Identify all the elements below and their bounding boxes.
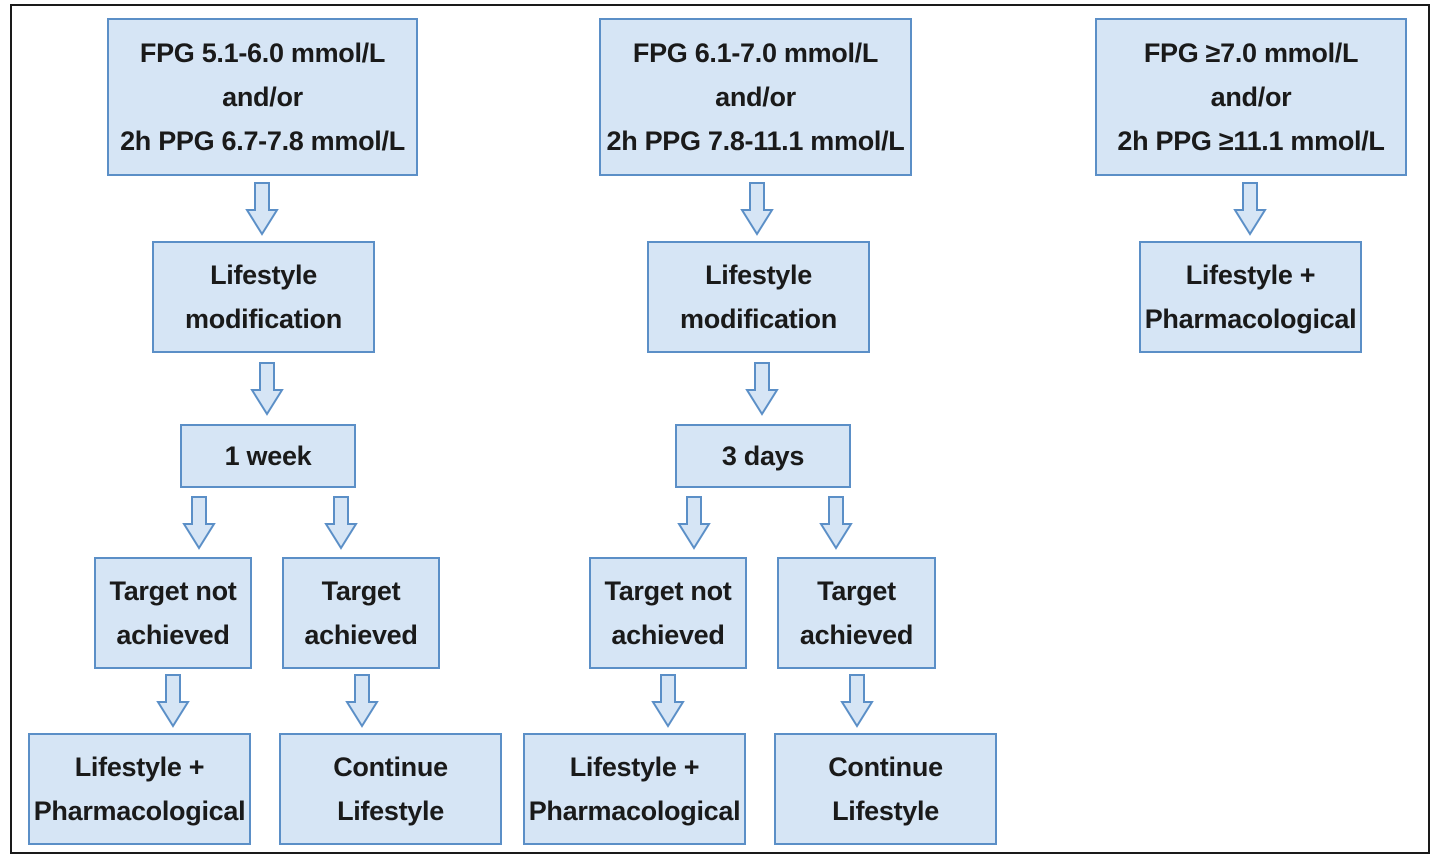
col1-arrow-interval-to-achieved — [324, 496, 358, 550]
col2-arrow-achieved-to-continue — [840, 674, 874, 728]
col1-pharma-outcome-line1: Lifestyle + — [74, 752, 205, 782]
col1-arrow-interval-to-not-achieved — [182, 496, 216, 550]
col2-lifestyle-line1: Lifestyle — [705, 260, 812, 290]
col2-not-achieved-line1: Target not — [604, 576, 732, 606]
col2-criteria-box: FPG 6.1-7.0 mmol/L and/or 2h PPG 7.8-11.… — [599, 18, 912, 176]
col1-not-achieved-line2: achieved — [116, 620, 230, 650]
col1-arrow-lifestyle-to-interval — [250, 362, 284, 416]
col1-interval-box: 1 week — [180, 424, 356, 488]
col1-achieved-line2: achieved — [304, 620, 418, 650]
col1-continue-outcome-box: Continue Lifestyle — [279, 733, 502, 845]
col1-pharma-outcome-box: Lifestyle + Pharmacological — [28, 733, 251, 845]
col2-criteria-line1: FPG 6.1-7.0 mmol/L — [632, 38, 879, 68]
col2-pharma-outcome-box: Lifestyle + Pharmacological — [523, 733, 746, 845]
col3-criteria-line2: and/or — [1210, 82, 1292, 112]
col2-arrow-interval-to-achieved — [819, 496, 853, 550]
col1-criteria-line3: 2h PPG 6.7-7.8 mmol/L — [120, 126, 405, 156]
col1-criteria-line1: FPG 5.1-6.0 mmol/L — [139, 38, 386, 68]
col3-criteria-line1: FPG ≥7.0 mmol/L — [1143, 38, 1359, 68]
col2-lifestyle-box: Lifestyle modification — [647, 241, 870, 353]
col1-lifestyle-line2: modification — [185, 304, 342, 334]
col2-not-achieved-box: Target not achieved — [589, 557, 747, 669]
col3-criteria-line3: 2h PPG ≥11.1 mmol/L — [1117, 126, 1385, 156]
col2-achieved-line1: Target — [817, 576, 896, 606]
col2-lifestyle-line2: modification — [680, 304, 837, 334]
col1-arrow-criteria-to-lifestyle — [245, 182, 279, 236]
col3-pharma-box: Lifestyle + Pharmacological — [1139, 241, 1362, 353]
col2-not-achieved-line2: achieved — [611, 620, 725, 650]
col2-pharma-outcome-line2: Pharmacological — [528, 796, 741, 826]
col2-arrow-not-achieved-to-pharma — [651, 674, 685, 728]
diagram-frame — [10, 4, 1430, 854]
col1-lifestyle-box: Lifestyle modification — [152, 241, 375, 353]
col1-continue-outcome-line2: Lifestyle — [337, 796, 444, 826]
col1-criteria-box: FPG 5.1-6.0 mmol/L and/or 2h PPG 6.7-7.8… — [107, 18, 418, 176]
col2-arrow-lifestyle-to-interval — [745, 362, 779, 416]
col1-achieved-line1: Target — [321, 576, 401, 606]
col1-arrow-not-achieved-to-pharma — [156, 674, 190, 728]
col2-criteria-line2: and/or — [715, 82, 796, 112]
col1-achieved-box: Target achieved — [282, 557, 440, 669]
col2-continue-outcome-box: Continue Lifestyle — [774, 733, 997, 845]
col3-criteria-box: FPG ≥7.0 mmol/L and/or 2h PPG ≥11.1 mmol… — [1095, 18, 1407, 176]
col1-arrow-achieved-to-continue — [345, 674, 379, 728]
col2-pharma-outcome-line1: Lifestyle + — [569, 752, 700, 782]
col2-arrow-criteria-to-lifestyle — [740, 182, 774, 236]
col2-achieved-line2: achieved — [799, 620, 914, 650]
col1-not-achieved-box: Target not achieved — [94, 557, 252, 669]
col2-continue-outcome-line1: Continue — [828, 752, 943, 782]
col2-continue-outcome-line2: Lifestyle — [832, 796, 939, 826]
col1-criteria-line2: and/or — [222, 82, 303, 112]
col1-pharma-outcome-line2: Pharmacological — [33, 796, 246, 826]
col2-arrow-interval-to-not-achieved — [677, 496, 711, 550]
col1-continue-outcome-line1: Continue — [333, 752, 448, 782]
col1-interval-label: 1 week — [224, 441, 312, 471]
col3-pharma-line2: Pharmacological — [1144, 304, 1357, 334]
col2-interval-box: 3 days — [675, 424, 851, 488]
col2-criteria-line3: 2h PPG 7.8-11.1 mmol/L — [606, 126, 905, 156]
col1-not-achieved-line1: Target not — [109, 576, 237, 606]
col2-achieved-box: Target achieved — [777, 557, 936, 669]
col2-interval-label: 3 days — [721, 441, 805, 471]
col3-pharma-line1: Lifestyle + — [1185, 260, 1316, 290]
col1-lifestyle-line1: Lifestyle — [210, 260, 317, 290]
col3-arrow-criteria-to-pharma — [1233, 182, 1267, 236]
